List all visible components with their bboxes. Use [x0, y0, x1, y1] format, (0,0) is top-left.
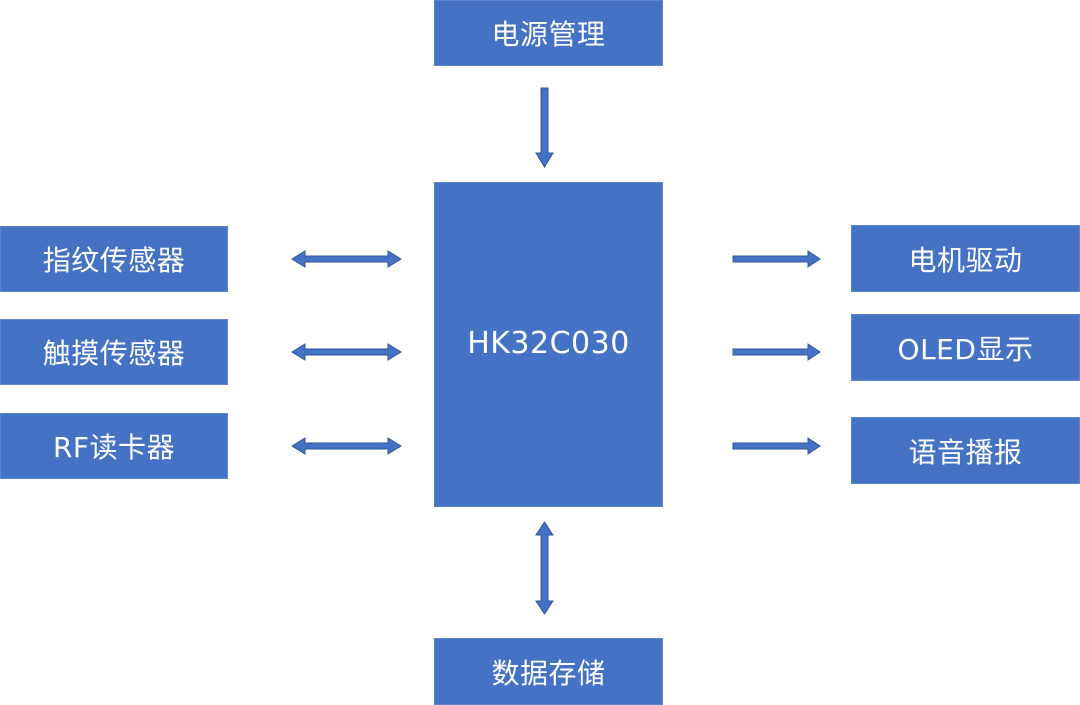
oled-display-block: OLED显示 [851, 314, 1080, 381]
arrow-bidirectional-horizontal-icon [291, 343, 402, 361]
fingerprint-sensor-block: 指纹传感器 [0, 226, 228, 292]
power-management-block: 电源管理 [434, 0, 663, 66]
voice-broadcast-block: 语音播报 [851, 417, 1080, 484]
arrow-right-icon [732, 437, 821, 455]
rf-reader-block: RF读卡器 [0, 413, 228, 479]
data-storage-block: 数据存储 [434, 638, 663, 705]
touch-sensor-label: 触摸传感器 [42, 337, 186, 370]
data-storage-label: 数据存储 [491, 656, 606, 690]
oled-display-label: OLED显示 [897, 332, 1034, 366]
motor-driver-block: 电机驱动 [851, 225, 1080, 292]
power-management-label: 电源管理 [491, 18, 606, 51]
arrow-bidirectional-vertical-icon [535, 521, 554, 615]
arrow-right-icon [732, 250, 821, 268]
rf-reader-label: RF读卡器 [52, 431, 176, 464]
mcu-block: HK32C030 [434, 182, 663, 507]
arrow-bidirectional-horizontal-icon [291, 250, 402, 268]
arrow-right-icon [732, 343, 821, 361]
arrow-down-icon [535, 87, 554, 168]
fingerprint-sensor-label: 指纹传感器 [42, 244, 186, 277]
motor-driver-label: 电机驱动 [908, 243, 1023, 277]
voice-broadcast-label: 语音播报 [908, 435, 1023, 469]
arrow-bidirectional-horizontal-icon [291, 437, 402, 455]
touch-sensor-block: 触摸传感器 [0, 319, 228, 385]
mcu-label: HK32C030 [467, 326, 630, 361]
